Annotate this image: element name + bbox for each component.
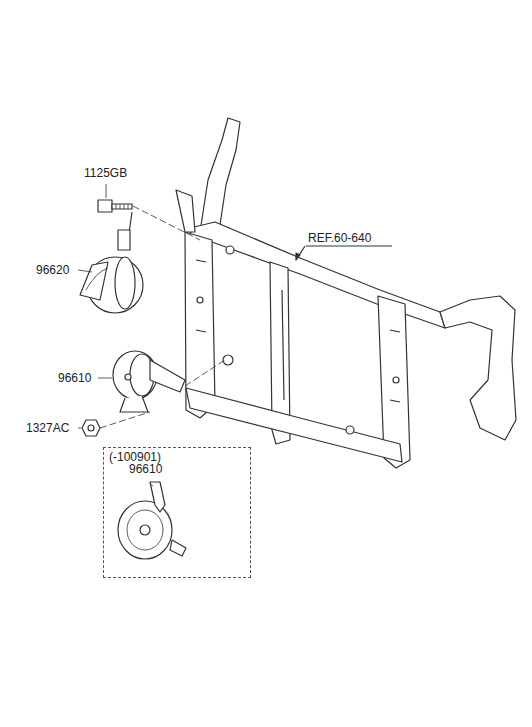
bolt-head (98, 200, 112, 212)
leader-line (98, 378, 112, 379)
frame-right-bracket (440, 296, 516, 440)
ref-underline (306, 245, 392, 246)
callout-number: 96610 (129, 462, 162, 476)
variant-box: (-100901)96610 (103, 447, 251, 578)
horn-terminal (170, 540, 186, 556)
horn-center (140, 525, 150, 535)
bolt-thread (116, 204, 128, 209)
frame-rib (196, 260, 400, 402)
callout-number: 1327AC (26, 421, 69, 435)
frame-hole (393, 377, 399, 383)
horn-snail-back (115, 257, 135, 309)
callout-number: 1125GB (84, 166, 127, 180)
bolt-shank (112, 204, 132, 209)
ref-arrowhead (296, 253, 300, 260)
horn-disc-ring (127, 510, 163, 550)
leader-line (78, 428, 81, 429)
reference-label: REF.60-640 (308, 231, 371, 245)
horn-disc-old (118, 501, 172, 559)
frame-upper-member (190, 222, 445, 328)
horn-bracket-old (150, 482, 165, 512)
nut-hole (88, 425, 94, 431)
frame-hole (197, 297, 203, 303)
horn-bracket (150, 360, 185, 392)
ref-leader (296, 246, 305, 260)
horn-snail-mouth (80, 262, 108, 300)
horn-connector (118, 230, 130, 250)
frame-hole (226, 246, 234, 254)
assembly-line (185, 360, 225, 386)
callout-number: 96620 (36, 263, 69, 277)
frame-hole (346, 426, 354, 434)
leader-line (78, 270, 92, 272)
nut (82, 420, 100, 436)
leader-line (150, 484, 153, 486)
frame-left-tab (176, 190, 195, 232)
assembly-line (133, 206, 200, 240)
assembly-line (100, 412, 150, 428)
callout-number: 96610 (58, 371, 91, 385)
frame-tower (200, 118, 240, 238)
frame-rib (282, 290, 284, 400)
leader-line (106, 184, 107, 198)
serial-range: (-100901) (109, 450, 161, 464)
frame-lower-member (186, 388, 402, 462)
horn-foot (120, 396, 148, 412)
frame-hole (223, 355, 233, 365)
horn-center (125, 374, 131, 380)
